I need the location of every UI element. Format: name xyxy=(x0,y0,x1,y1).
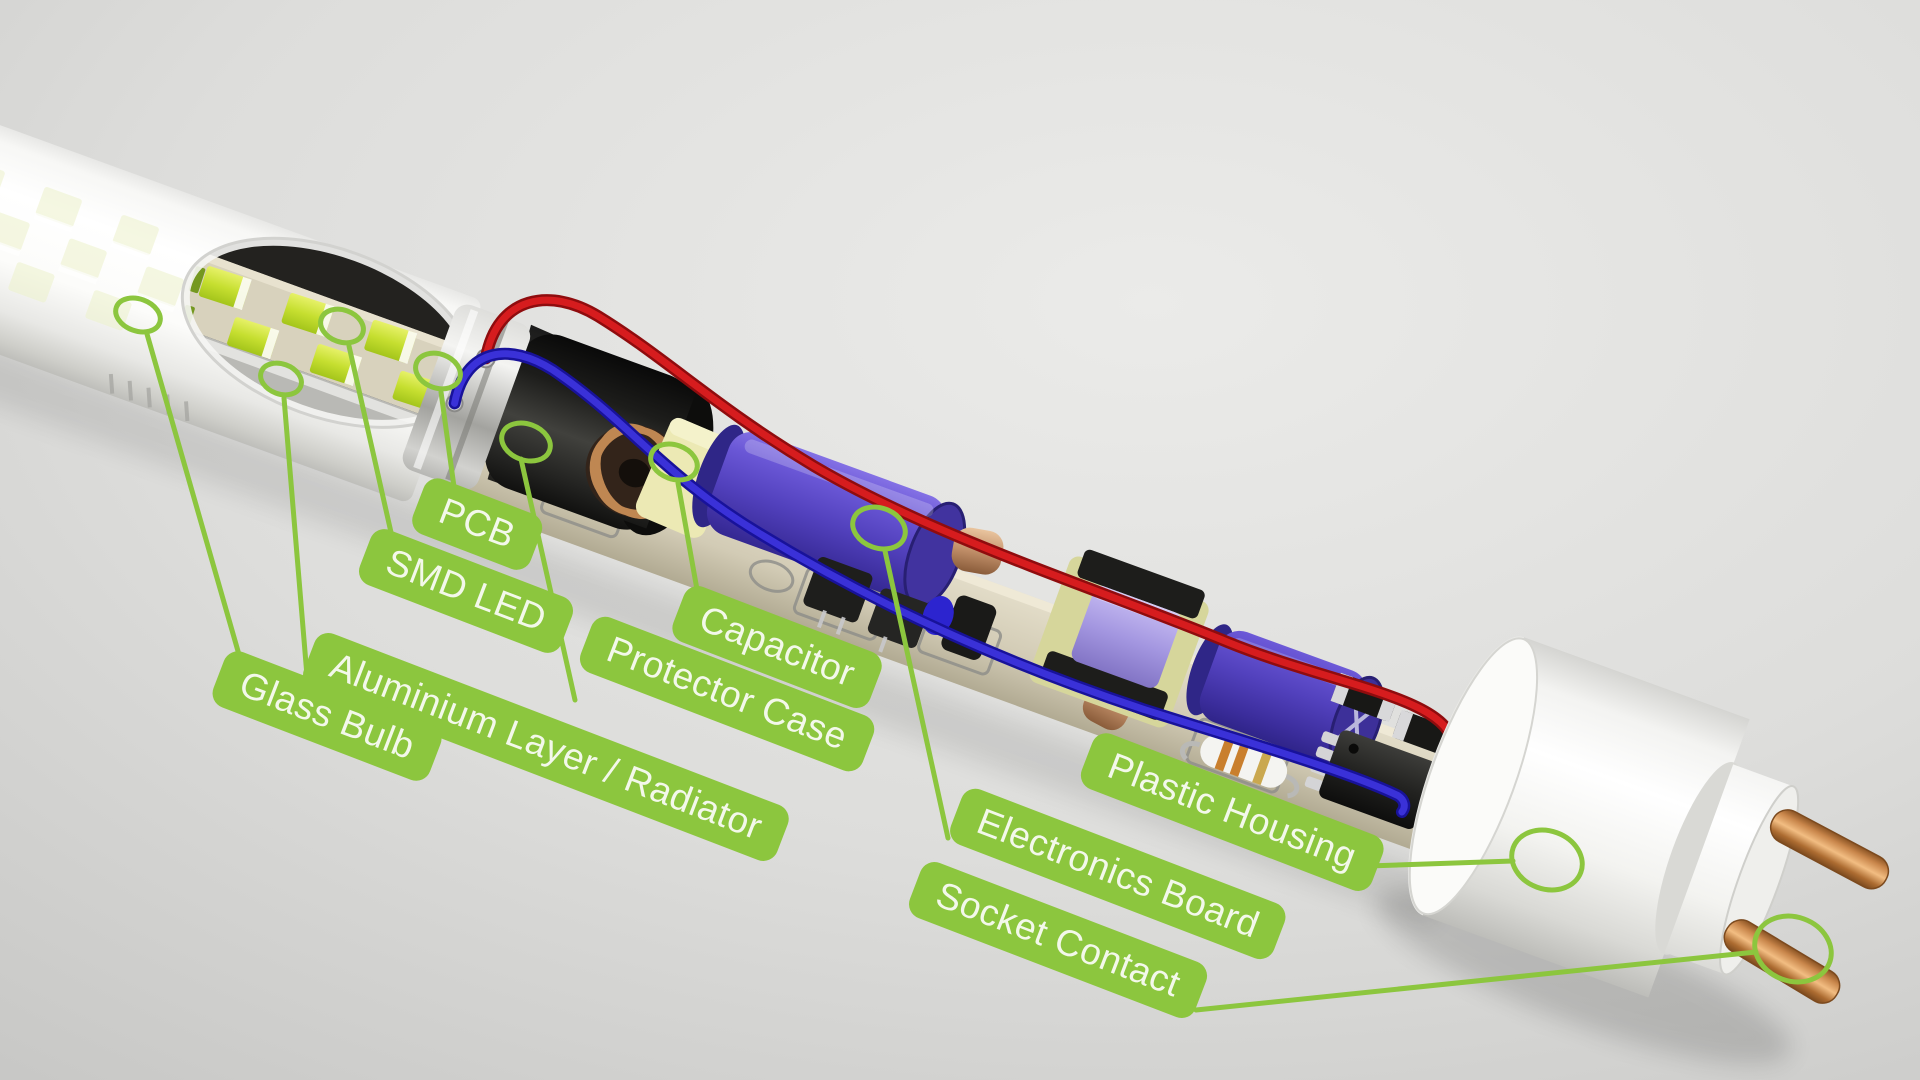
leader-aluminium-layer xyxy=(281,395,311,691)
tube-assembly xyxy=(0,86,1890,1064)
circle-protector-case xyxy=(499,420,553,464)
circle-pcb xyxy=(413,350,463,392)
leader-glass-bulb xyxy=(144,331,251,689)
circle-smd-led xyxy=(318,306,366,346)
circle-glass-bulb xyxy=(113,295,163,335)
wires xyxy=(448,294,1460,818)
tube-shadow xyxy=(0,283,1450,927)
circle-capacitor xyxy=(648,441,700,483)
circle-aluminium-layer xyxy=(258,360,304,398)
circle-socket-contact xyxy=(1752,913,1834,985)
leader-plastic-housing xyxy=(1365,858,1516,869)
circle-plastic-housing xyxy=(1509,827,1585,893)
leader-protector-case xyxy=(518,456,578,703)
leds-through-glass xyxy=(0,158,184,331)
circle-electronics-board xyxy=(850,504,908,552)
leader-socket-contact xyxy=(1193,949,1759,1013)
leader-electronics-board xyxy=(882,548,951,841)
resistor xyxy=(1179,734,1300,799)
plastic-housing-cap xyxy=(1408,636,1890,1004)
socket-pin-top xyxy=(1769,809,1890,890)
